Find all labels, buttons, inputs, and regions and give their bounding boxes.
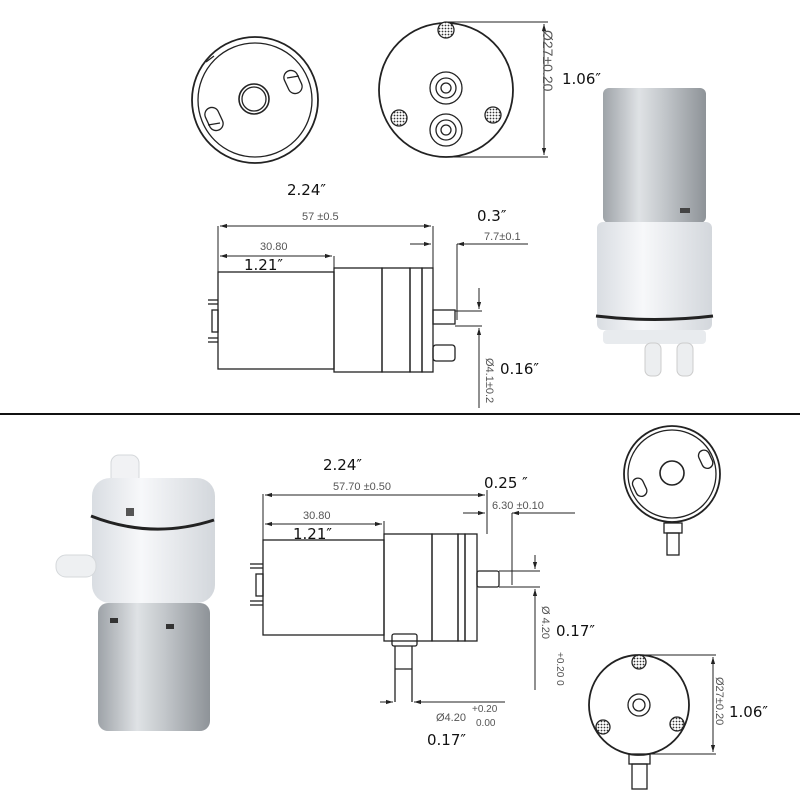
top-nozzle-diameter: Ø4.1±0.2 — [483, 358, 495, 404]
bottom-end-diameter-inch: 1.06″ — [729, 703, 769, 721]
top-front-end-view — [378, 21, 548, 158]
top-nozzle-diameter-inch: 0.16″ — [500, 360, 540, 378]
panel-divider — [0, 413, 800, 415]
bottom-side-view — [250, 490, 575, 705]
bottom-front-end-view — [588, 654, 716, 790]
top-motor-length: 30.80 — [260, 241, 288, 253]
bottom-nozzle-diameter-tol: +0.20 0 — [554, 652, 565, 686]
top-nozzle-length: 7.7±0.1 — [484, 231, 521, 243]
top-overall-length: 57 ±0.5 — [302, 211, 339, 223]
bottom-port-tol-upper: +0.20 — [472, 704, 498, 715]
bottom-nozzle-diameter: Ø 4.20 — [539, 606, 551, 640]
bottom-motor-length: 30.80 — [303, 510, 331, 522]
top-motor-length-inch: 1.21″ — [244, 256, 284, 274]
bottom-overall-length-inch: 2.24″ — [323, 456, 363, 474]
top-side-view — [208, 223, 528, 408]
bottom-motor-length-inch: 1.21″ — [293, 525, 333, 543]
bottom-end-diameter: Ø27±0.20 — [713, 677, 725, 726]
bottom-rear-end-view — [623, 425, 721, 556]
bottom-nozzle-length: 6.30 ±0.10 — [492, 500, 544, 512]
bottom-port-diameter-inch: 0.17″ — [427, 731, 467, 749]
top-rear-end-view — [191, 36, 319, 164]
bottom-overall-length: 57.70 ±0.50 — [333, 481, 392, 493]
top-pump-photo — [595, 88, 714, 377]
bottom-nozzle-diameter-inch: 0.17″ — [556, 622, 596, 640]
top-diameter-inch: 1.06″ — [562, 70, 602, 88]
top-overall-length-inch: 2.24″ — [287, 181, 327, 199]
bottom-pump-photo — [55, 454, 215, 731]
top-nozzle-length-inch: 0.3″ — [477, 207, 507, 225]
bottom-port-diameter: Ø4.20 — [436, 712, 466, 724]
bottom-nozzle-length-inch: 0.25 ″ — [484, 474, 528, 492]
bottom-port-tol-lower: 0.00 — [476, 718, 496, 729]
top-diameter-label: Ø27±0.20 — [540, 30, 556, 92]
